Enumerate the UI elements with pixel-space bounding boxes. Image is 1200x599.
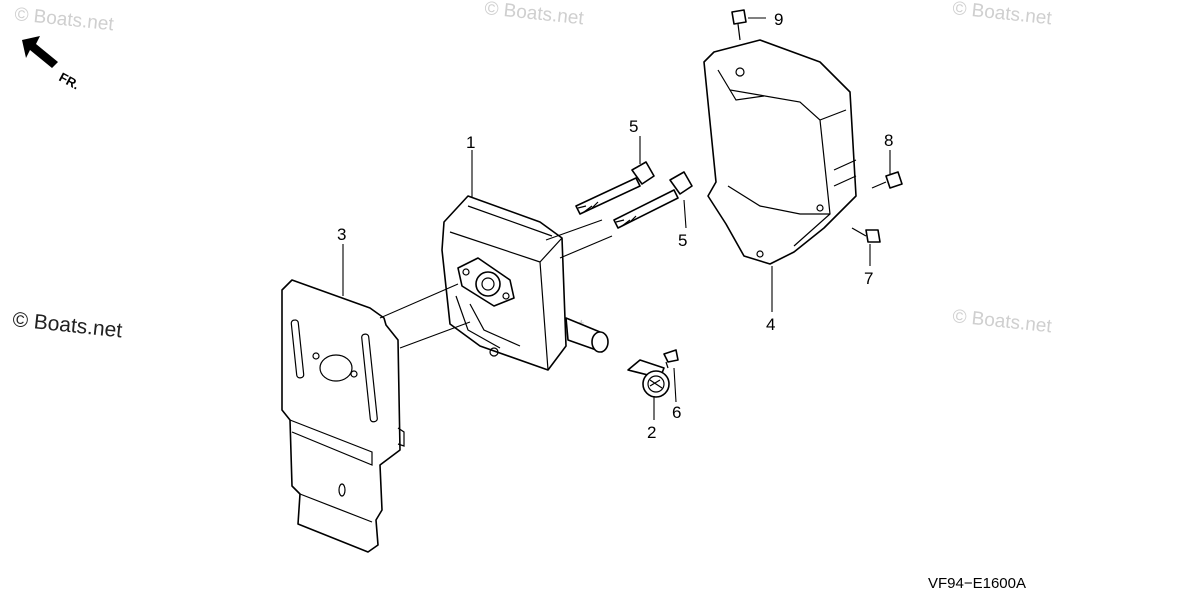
front-direction-label: FR.	[57, 69, 83, 92]
spark-arrester	[627, 359, 670, 398]
callout-5-lower: 5	[678, 231, 687, 250]
svg-text:© Boats.net: © Boats.net	[13, 4, 115, 35]
watermark-top-center: © Boats.net	[483, 0, 585, 29]
cover-bolt-8	[871, 171, 903, 189]
callout-1: 1	[466, 133, 475, 152]
watermark-right: © Boats.net	[951, 306, 1053, 337]
svg-text:© Boats.net: © Boats.net	[483, 0, 585, 29]
protector-plate	[281, 279, 405, 553]
watermark-top-left: © Boats.net	[13, 4, 115, 35]
svg-text:© Boats.net: © Boats.net	[951, 306, 1053, 337]
muffler-body	[379, 195, 613, 371]
cover-bolt-7	[851, 227, 881, 243]
leader-lines	[342, 17, 891, 420]
callout-8: 8	[884, 131, 893, 150]
callout-9: 9	[774, 10, 783, 29]
watermark-left-dark: © Boats.net	[11, 308, 123, 342]
svg-text:© Boats.net: © Boats.net	[951, 0, 1053, 29]
callout-2: 2	[647, 423, 656, 442]
callout-4: 4	[766, 315, 775, 334]
callout-6: 6	[672, 403, 681, 422]
flange-bolt-upper	[575, 161, 655, 215]
arrester-screw	[663, 349, 679, 369]
callout-7: 7	[864, 269, 873, 288]
diagram-code: VF94−E1600A	[928, 575, 1026, 592]
muffler-protector-cover	[703, 39, 857, 265]
callout-5-upper: 5	[629, 117, 638, 136]
callout-3: 3	[337, 225, 346, 244]
watermark-top-right: © Boats.net	[951, 0, 1053, 29]
flange-bolt-lower	[613, 171, 693, 229]
svg-text:© Boats.net: © Boats.net	[11, 308, 123, 342]
front-direction-arrow: FR.	[22, 36, 82, 92]
cover-bolt-9	[731, 9, 747, 41]
